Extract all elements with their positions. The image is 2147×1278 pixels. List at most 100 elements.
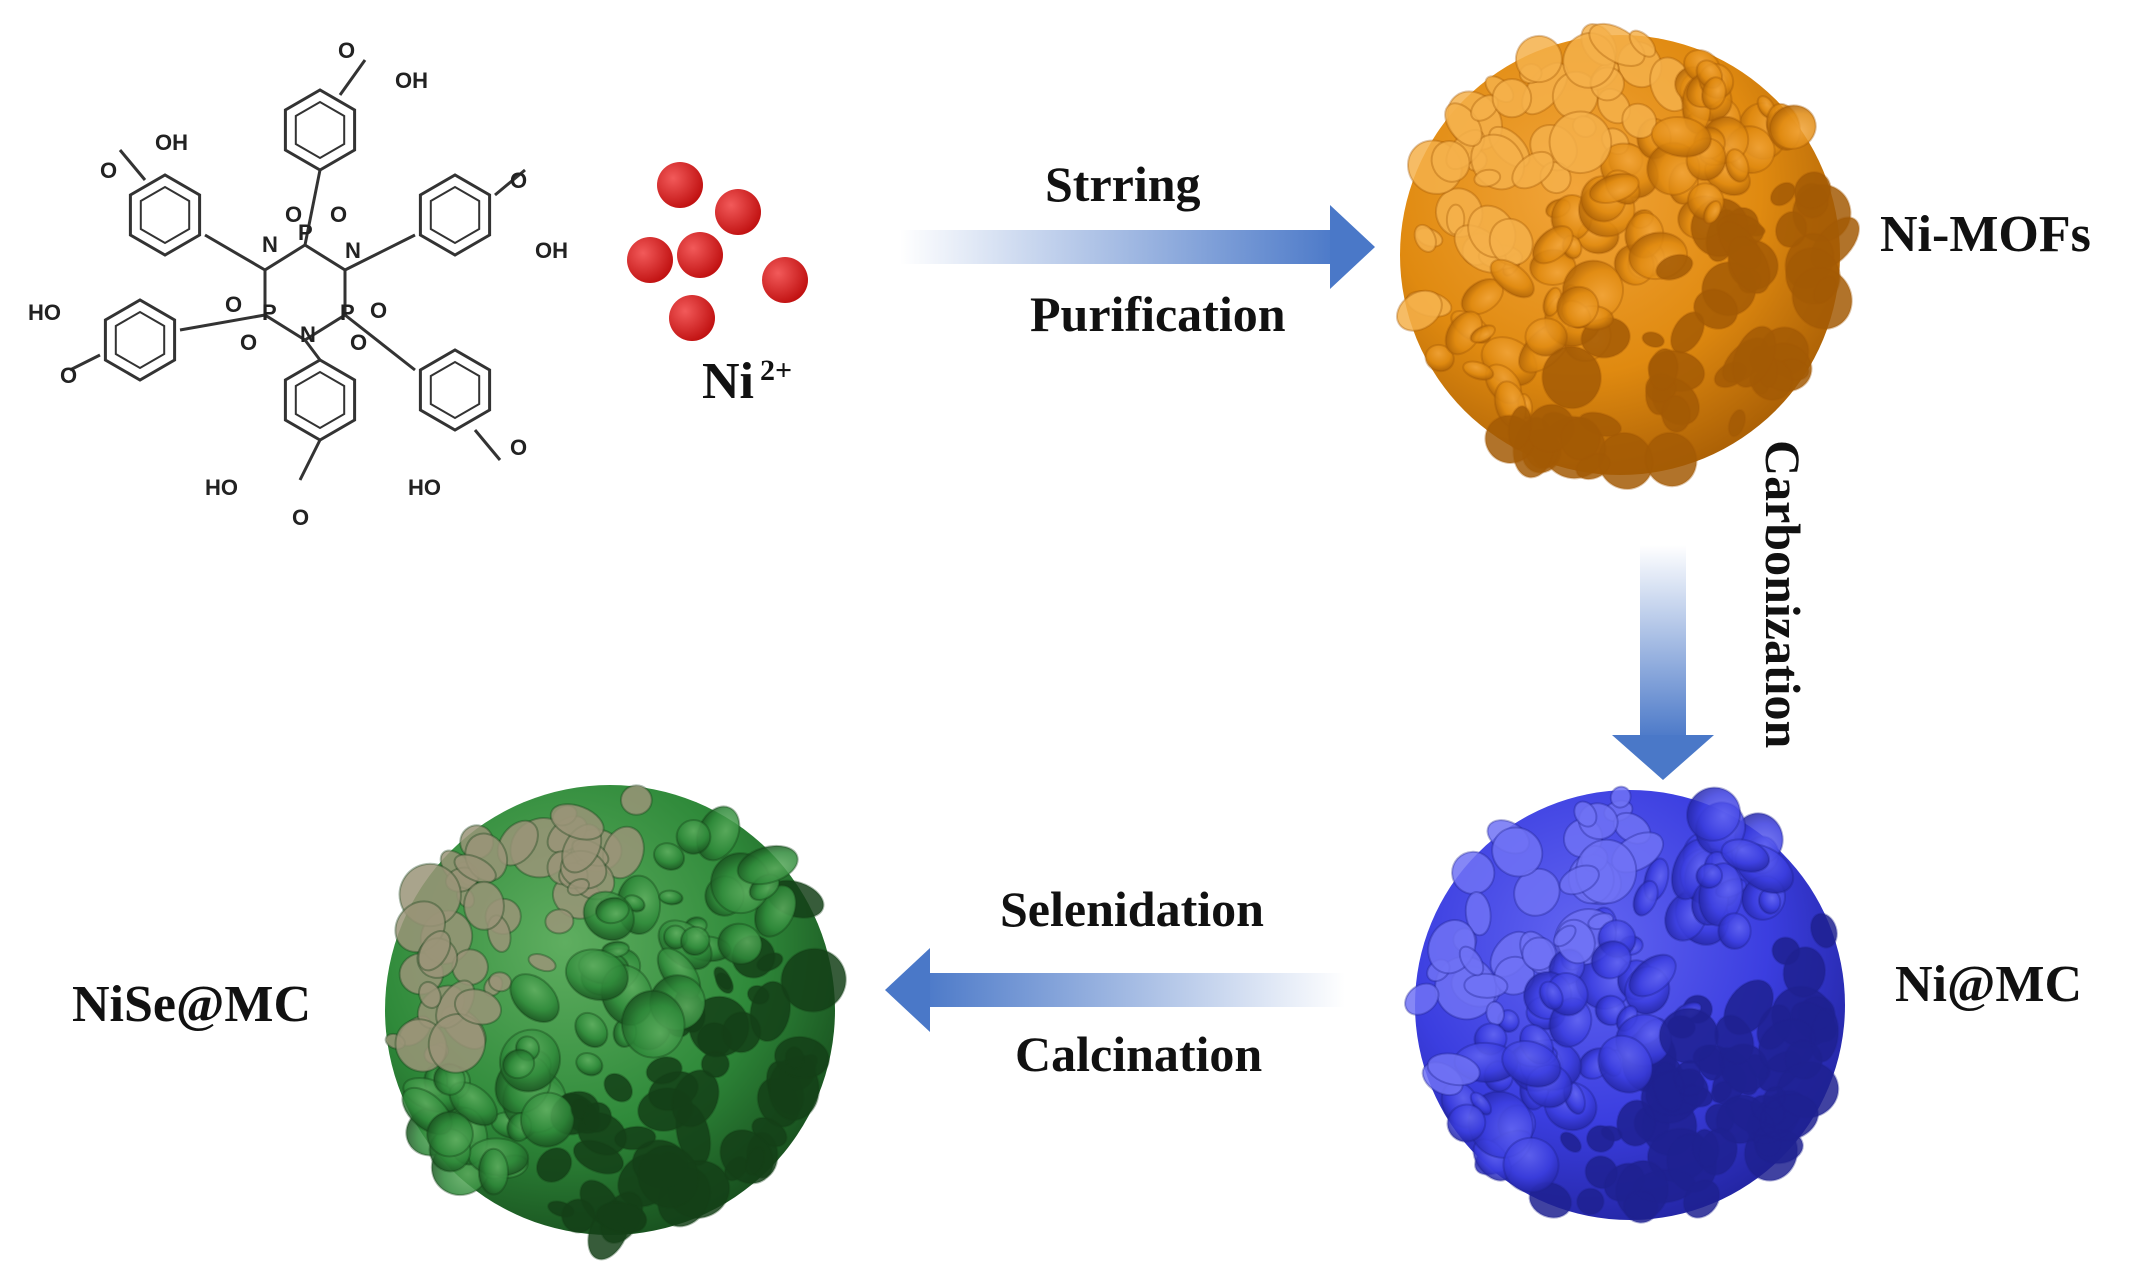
sphere-bump [1464, 890, 1492, 937]
sphere-bump [453, 853, 497, 884]
sphere-bump [1501, 1040, 1562, 1088]
sphere-bump [1695, 862, 1724, 890]
sphere-bump [736, 844, 799, 886]
sphere-bump [1686, 786, 1742, 842]
sphere-bump [1462, 360, 1495, 381]
sphere-bump [1714, 1014, 1755, 1065]
atom-label: O [350, 330, 367, 355]
sphere-bump [463, 880, 505, 931]
bond [344, 233, 416, 272]
sphere-bump [675, 818, 712, 855]
sphere-bump [1768, 104, 1817, 150]
sphere-bump [700, 1050, 730, 1079]
sphere-bump [1783, 1039, 1824, 1080]
atom-label: O [338, 38, 355, 63]
sphere-bump [417, 930, 452, 972]
sphere-bump [1693, 288, 1739, 330]
atom-label: O [330, 202, 347, 227]
sphere-bump [1502, 1136, 1560, 1194]
sphere-bump [620, 989, 686, 1059]
sphere-bump [780, 947, 847, 1013]
sphere-bump [1531, 225, 1574, 265]
sphere-bump [1413, 223, 1437, 253]
sphere-bump [566, 877, 590, 897]
sphere-bump [564, 948, 629, 1002]
sphere-bump [1573, 800, 1598, 828]
bond [303, 169, 322, 246]
sphere-bump [1658, 1007, 1720, 1065]
sphere-bump [1430, 140, 1471, 183]
sphere-bump [784, 1046, 805, 1070]
bond [338, 59, 367, 96]
arrow-left [885, 948, 1345, 1032]
atom-label: OH [535, 238, 568, 263]
sphere-bump [1552, 924, 1577, 948]
benzene-ring [418, 348, 492, 432]
sphere-bump [1648, 347, 1679, 391]
sphere-bump [1621, 102, 1658, 140]
sphere-bump [1710, 1080, 1733, 1104]
benzene-ring [128, 173, 202, 257]
sphere-bump [488, 971, 513, 993]
atom-label: N [300, 322, 316, 347]
sphere-bump [719, 1129, 775, 1185]
bond [494, 168, 526, 197]
atom-label: P [340, 300, 355, 325]
bond [303, 339, 322, 361]
ni-ion-sphere [762, 257, 808, 303]
ni-ion-sphere [657, 162, 703, 208]
bond [204, 233, 266, 272]
sphere-bump [1559, 1131, 1582, 1153]
atom-label: O [60, 363, 77, 388]
step1-top-label: Strring [1045, 156, 1201, 212]
sphere-bump [549, 803, 605, 841]
benzene-inner [139, 185, 191, 245]
ni-ion-sphere [669, 295, 715, 341]
sphere-bump [1507, 405, 1533, 451]
benzene-inner [429, 185, 481, 245]
sphere-bump [637, 1144, 700, 1209]
sphere-bump [1458, 945, 1485, 977]
sphere-bump [418, 980, 442, 1010]
sphere-bump [1724, 148, 1750, 183]
sphere-bump [1576, 1187, 1605, 1216]
sphere-bump [1691, 1128, 1720, 1169]
sphere-bump [713, 966, 733, 991]
sphere-bump [453, 988, 503, 1026]
sphere-bump [1782, 946, 1827, 998]
sphere-bump [426, 1110, 474, 1158]
sphere-bump [670, 1069, 720, 1128]
benzene-inner [294, 100, 346, 160]
ni-ion-sphere [677, 232, 723, 278]
atom-label: O [225, 292, 242, 317]
sphere-bump [1609, 785, 1632, 809]
sphere-bump [1727, 235, 1771, 295]
arrow-right [900, 205, 1375, 289]
sphere-bump [744, 1145, 766, 1177]
step1-bottom-label: Purification [1030, 286, 1286, 342]
sphere-bump [1521, 936, 1557, 972]
bond [344, 313, 416, 372]
sphere-bump [1727, 408, 1747, 438]
sphere-bump [1586, 1124, 1616, 1153]
sphere-bump [679, 925, 711, 957]
sphere-bump [1556, 285, 1600, 329]
sphere-bump [502, 1048, 536, 1080]
ni-mofs-label: Ni-MOFs [1880, 206, 2091, 263]
sphere-bump [1404, 982, 1440, 1016]
sphere-bump [1793, 171, 1832, 210]
atom-label: O [510, 435, 527, 460]
sphere-bump [594, 896, 630, 925]
atom-label: P [262, 300, 277, 325]
sphere-bump [1491, 78, 1533, 119]
atom-label: HO [28, 300, 61, 325]
benzene-ring [418, 173, 492, 257]
sphere-bump [1424, 343, 1455, 373]
sphere-bump [1720, 838, 1771, 873]
arrow-down [1612, 545, 1714, 780]
sphere-bump [749, 980, 792, 1043]
sphere-bump [1590, 940, 1632, 980]
sphere-bump [721, 1011, 762, 1054]
sphere-bump [519, 1091, 575, 1148]
sphere-bump [1574, 838, 1638, 905]
